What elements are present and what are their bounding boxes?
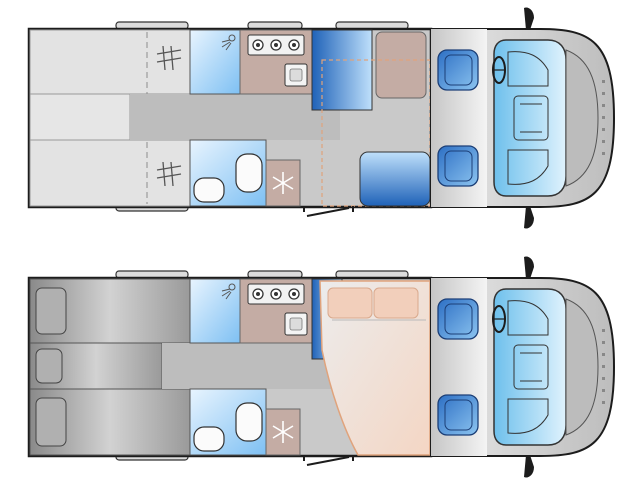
entrance-door	[306, 456, 350, 466]
slatted-frame-icon	[156, 161, 182, 187]
washbasin	[193, 177, 225, 203]
washbasin	[193, 426, 225, 452]
floorplan-day-layout	[27, 7, 616, 229]
shower-head-icon	[221, 283, 236, 300]
steering-wheel-icon	[492, 305, 506, 333]
steering-wheel-icon	[492, 56, 506, 84]
pillow	[35, 287, 67, 335]
rear-bed-connector	[29, 93, 131, 141]
rear-bed-right	[29, 139, 191, 207]
aisle-floor	[130, 94, 340, 140]
dinette-bench-upper	[311, 29, 373, 111]
pillow	[373, 287, 419, 319]
snowflake-icon	[272, 421, 294, 443]
bonnet-grille	[602, 329, 605, 404]
side-mirror	[524, 256, 534, 279]
cab-seat-icon	[437, 394, 479, 436]
pillow	[35, 348, 63, 384]
cab-seat-icon	[437, 298, 479, 340]
aisle-floor	[162, 343, 340, 389]
shower-cubicle	[189, 29, 241, 95]
drop-down-bed	[319, 280, 431, 456]
dinette-table	[375, 31, 427, 99]
toilet	[235, 402, 263, 442]
shower-head-icon	[221, 34, 236, 51]
snowflake-icon	[272, 172, 294, 194]
pillow	[35, 397, 67, 447]
bonnet	[565, 49, 599, 187]
bonnet	[565, 298, 599, 436]
toilet	[235, 153, 263, 193]
shower-cubicle	[189, 278, 241, 344]
bonnet-grille	[602, 80, 605, 155]
pillow	[327, 287, 373, 319]
floorplan-night-layout	[27, 256, 616, 478]
dinette-bench-lower	[359, 151, 431, 207]
rear-bed-left	[29, 29, 191, 95]
entrance-door	[306, 207, 350, 217]
slatted-frame-icon	[156, 45, 182, 71]
dashboard-console	[507, 51, 549, 185]
dashboard-console	[507, 300, 549, 434]
cab-seat-icon	[437, 145, 479, 187]
side-mirror	[524, 206, 534, 229]
cab-seat-icon	[437, 49, 479, 91]
side-mirror	[524, 455, 534, 478]
side-mirror	[524, 7, 534, 31]
